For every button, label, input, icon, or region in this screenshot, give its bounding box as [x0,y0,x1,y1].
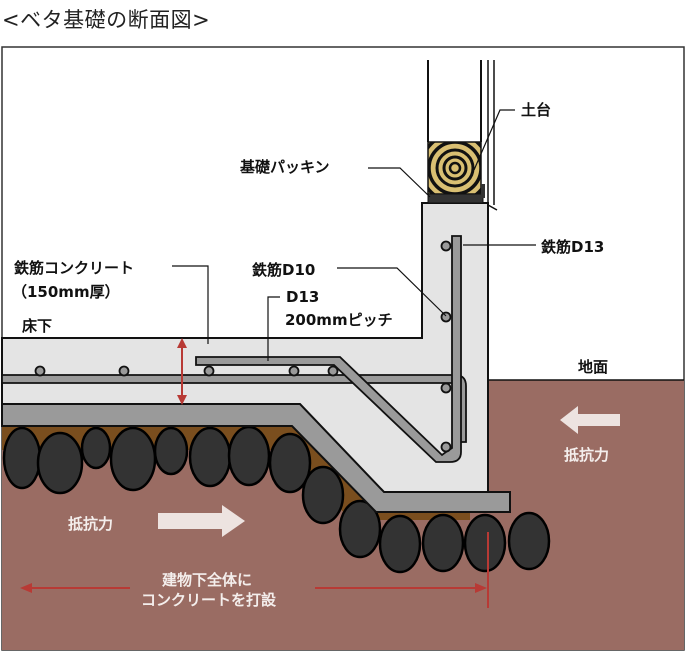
packing-edge [481,184,485,198]
label-pour-concrete: コンクリートを打設 [141,591,277,609]
span-arrow [20,532,489,608]
gravel-stone [188,426,232,488]
gravel-stone [227,425,271,487]
gravel-stone [378,514,422,574]
label-whole-building: 建物下全体に [162,571,252,589]
gravel-stone [421,513,465,573]
label-dodai: 土台 [521,101,551,119]
rebar-dot [440,441,452,453]
thickness-arrow [177,338,187,405]
label-tekkin-d10: 鉄筋D10 [252,261,315,279]
label-rc-thickness: （150mm厚） [12,283,120,301]
leader-lines [172,109,536,361]
label-yukashita: 床下 [22,317,52,335]
gravel-stone [338,499,382,559]
leader-d13-pitch [267,296,280,361]
label-resistance-left: 抵抗力 [68,515,113,533]
diagram-title: <ベタ基礎の断面図> [2,8,211,32]
gravel-layer [2,425,551,574]
gravel-stone [507,511,551,571]
rebar-dot [440,240,452,252]
wood-core [452,165,458,171]
dodai-sill [427,141,482,195]
gravel-stone [463,513,507,573]
gravel-stone [153,426,189,476]
gravel-stone [301,465,345,525]
gravel-stone [2,426,42,490]
gravel-stone [36,431,84,495]
kiso-packing [427,193,484,204]
gravel-stone [80,426,112,470]
rebar-dot [327,365,339,377]
leader-rc [172,265,209,344]
resistance-arrow-left [560,406,620,434]
rebar-cross-sections [34,240,452,453]
label-rc-concrete: 鉄筋コンクリート [14,259,134,277]
rebar-dot [440,311,452,323]
leader-d10 [337,267,447,317]
label-resistance-right: 抵抗力 [564,446,609,464]
leader-packing [368,167,431,198]
gravel-stone [109,426,157,492]
label-tekkin-d13: 鉄筋D13 [541,238,604,256]
siding-end [487,204,498,211]
gravel-stone [268,432,312,494]
wood-grain-rings [428,142,481,194]
label-kiso-packing: 基礎パッキン [239,158,330,176]
leader-dodai [473,109,515,171]
rebar-dot [203,365,215,377]
base-slab [1,403,511,513]
rebar-dot [34,365,46,377]
rebar-dot [118,365,130,377]
rebar-dot [288,365,300,377]
label-200mm-pitch: 200mmピッチ [285,311,393,329]
label-jimen: 地面 [578,358,608,376]
label-d13: D13 [286,288,319,306]
resistance-arrow-right [158,505,245,537]
rebar-dot [440,382,452,394]
